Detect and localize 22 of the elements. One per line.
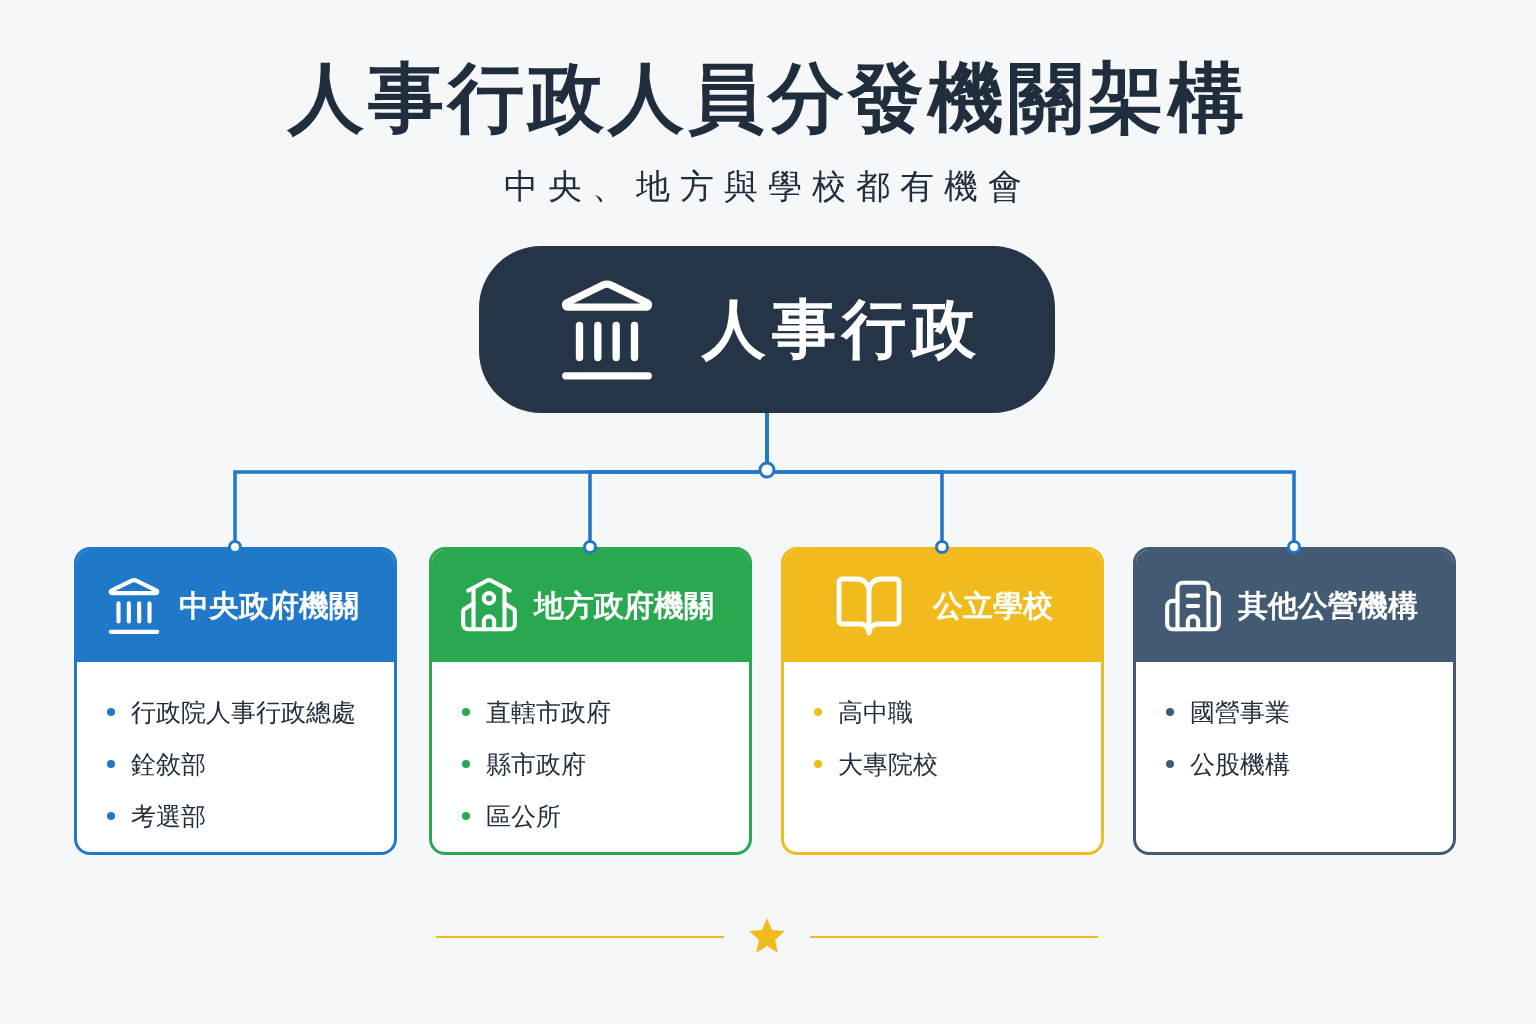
- list-item: 公股機構: [1166, 738, 1453, 790]
- list-item: 高中職: [814, 686, 1101, 738]
- list-item: 銓敘部: [107, 738, 394, 790]
- category-card: [429, 547, 752, 855]
- card-heading: 中央政府機關: [179, 586, 359, 625]
- root-label: 人事行政: [702, 291, 982, 368]
- list-item: 區公所: [462, 790, 749, 842]
- title: 人事行政人員分發機關架構: [288, 52, 1248, 144]
- root-box: [479, 246, 1055, 413]
- list-item: 考選部: [107, 790, 394, 842]
- list-item: 直轄市政府: [462, 686, 749, 738]
- card-heading: 地方政府機關: [534, 586, 714, 625]
- list-item: 行政院人事行政總處: [107, 686, 394, 738]
- card-heading: 其他公營機構: [1238, 586, 1418, 625]
- card-heading: 公立學校: [932, 586, 1053, 625]
- list-item: 國營事業: [1166, 686, 1453, 738]
- category-card: [1133, 547, 1456, 855]
- list-item: 大專院校: [814, 738, 1101, 790]
- category-card: [74, 547, 397, 855]
- subtitle: 中央、地方與學校都有機會: [504, 165, 1032, 208]
- category-card: [781, 547, 1104, 855]
- list-item: 縣市政府: [462, 738, 749, 790]
